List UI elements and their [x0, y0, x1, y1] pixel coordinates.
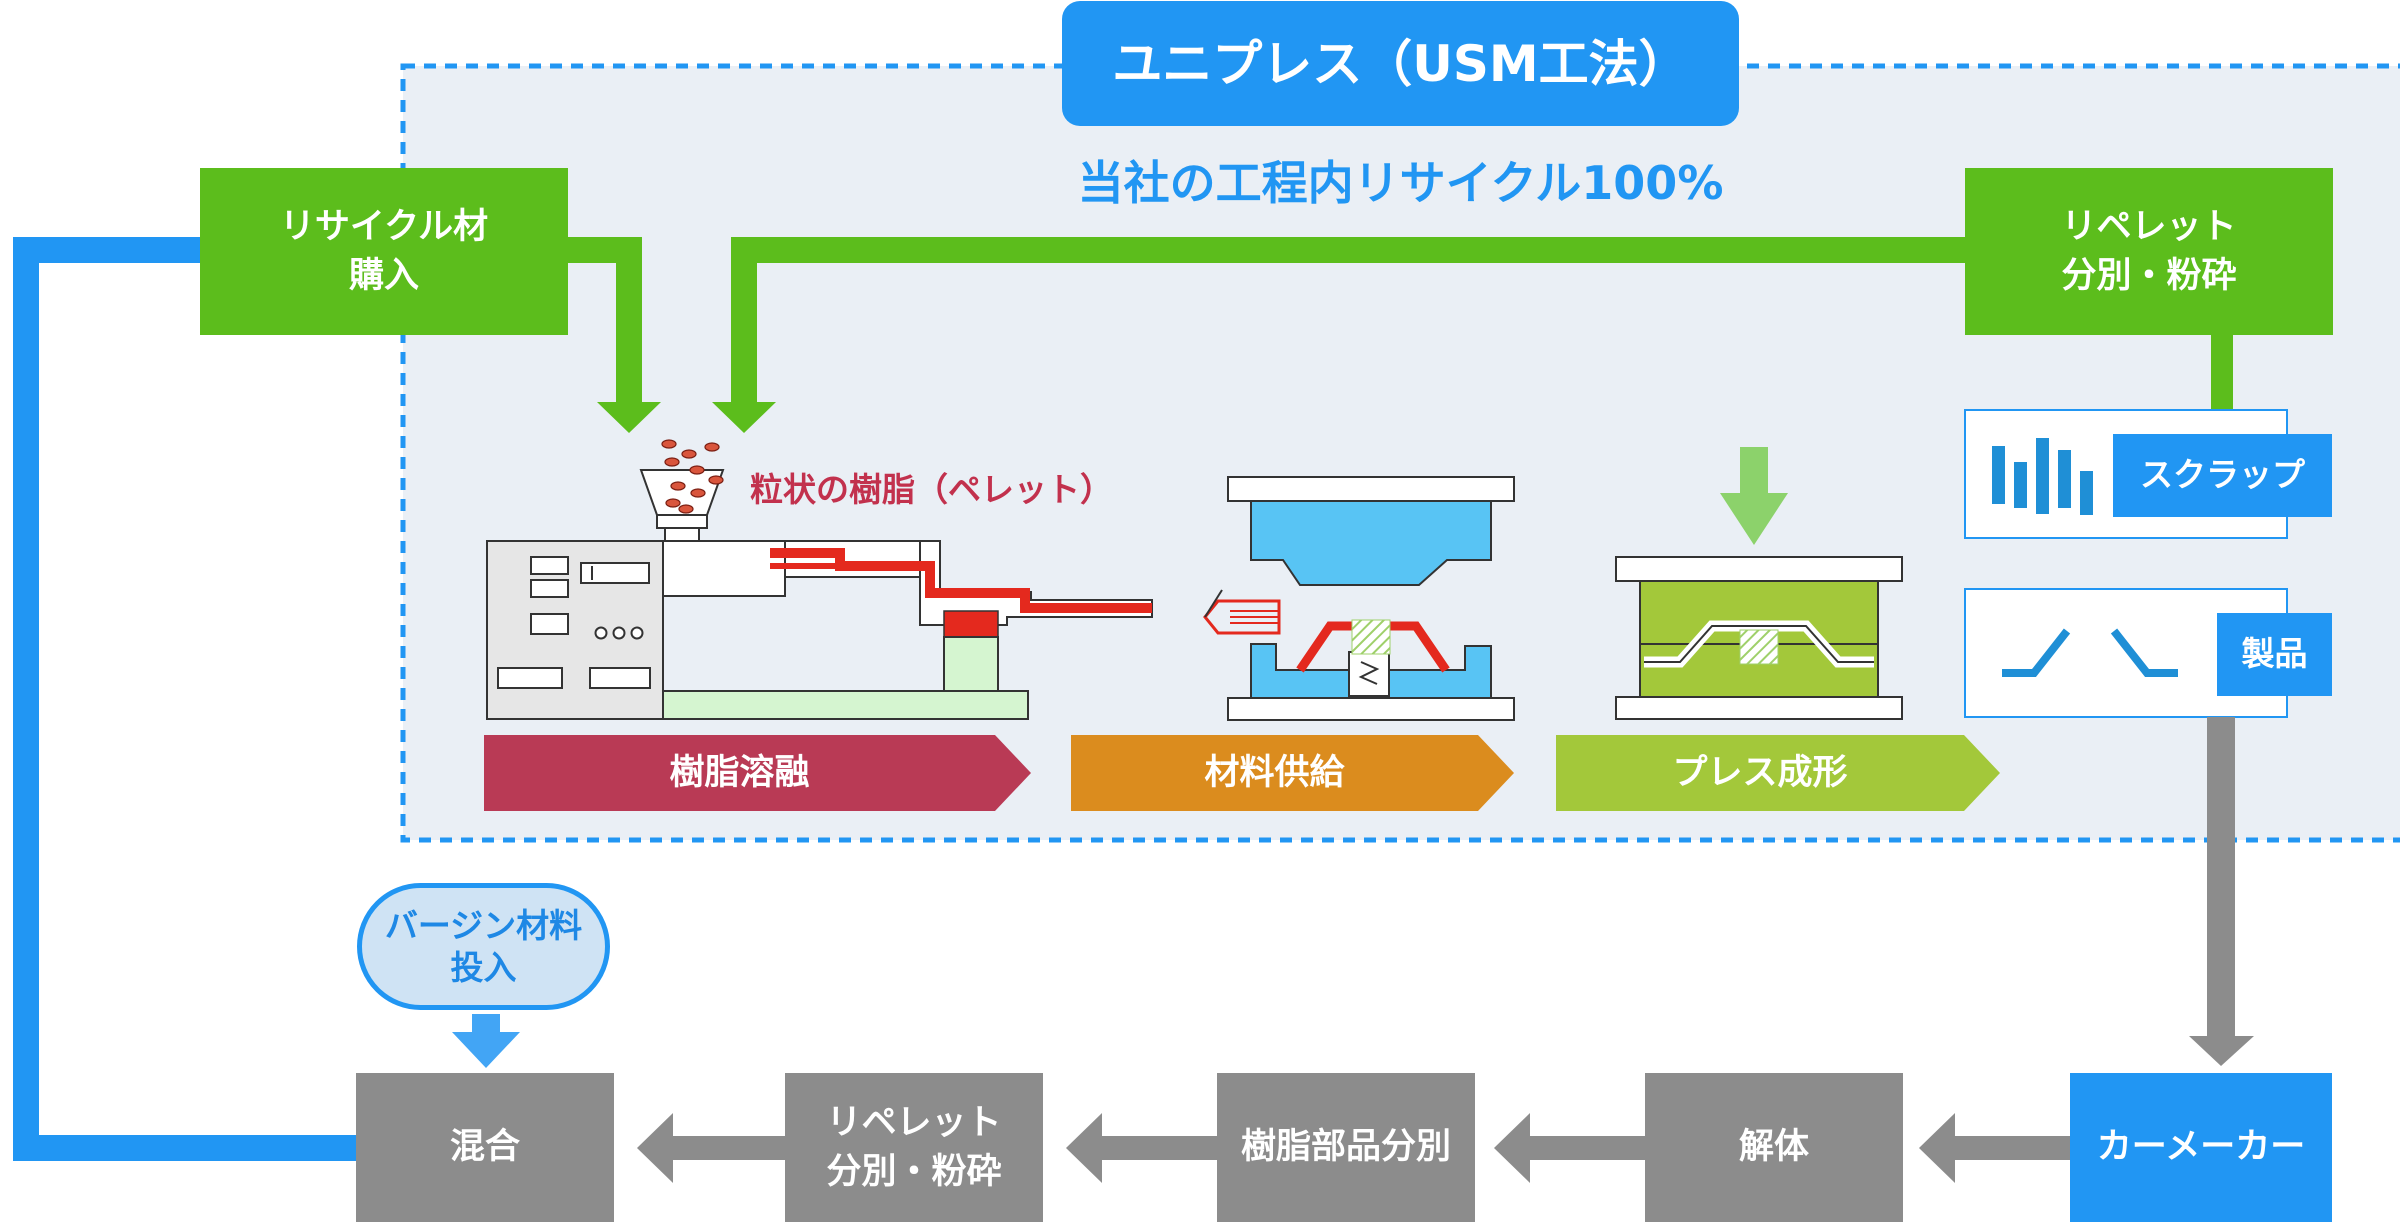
flow-arrow-repellet-to-mix	[637, 1113, 785, 1183]
melting-machine-icon	[486, 469, 1153, 720]
pellet-label: 粒状の樹脂（ペレット）	[750, 470, 1113, 509]
page-subtitle: 当社の工程内リサイクル100%	[1077, 156, 1724, 210]
step-chevron-supply	[1071, 735, 1514, 811]
flow-arrow-dismantle-to-sort	[1494, 1113, 1645, 1183]
supply-mold-icon	[1203, 476, 1515, 721]
virgin-material-pill: バージン材料 投入	[357, 883, 610, 1010]
page-title: ユニプレス（USM工法）	[1062, 1, 1739, 126]
step-chevron-melt	[484, 735, 1031, 811]
flow-arrow-sort-to-repellet	[1066, 1113, 1217, 1183]
recycle-purchase-box: リサイクル材 購入	[200, 168, 568, 335]
repellet-top-box: リペレット 分別・粉砕	[1965, 168, 2333, 335]
flow-box-carmaker: カーメーカー	[2070, 1073, 2332, 1222]
internal-recycle-arrow	[712, 237, 1965, 433]
step-label-melt: 樹脂溶融	[669, 752, 810, 793]
product-label: 製品	[2217, 613, 2332, 696]
product-icon	[2002, 628, 2178, 677]
flow-arrow-carmaker-to-dismantle	[1919, 1113, 2070, 1183]
flow-box-mix: 混合	[356, 1073, 614, 1222]
step-label-supply: 材料供給	[1204, 752, 1345, 793]
scrap-icon	[1992, 438, 2093, 515]
pellet-particles	[661, 439, 724, 514]
press-mold-icon	[1615, 447, 1903, 720]
flow-box-repellet: リペレット 分別・粉砕	[785, 1073, 1043, 1222]
recycle-feed-arrow	[568, 237, 661, 433]
external-recycle-loop-line	[13, 237, 356, 1161]
product-to-carmaker-arrow	[2189, 717, 2254, 1066]
virgin-material-arrow	[452, 1014, 520, 1068]
step-chevron-press	[1556, 735, 2000, 811]
flow-box-parts-sort: 樹脂部品分別	[1217, 1073, 1475, 1222]
scrap-label: スクラップ	[2113, 434, 2332, 517]
step-label-press: プレス成形	[1672, 752, 1848, 793]
flow-box-dismantle: 解体	[1645, 1073, 1903, 1222]
